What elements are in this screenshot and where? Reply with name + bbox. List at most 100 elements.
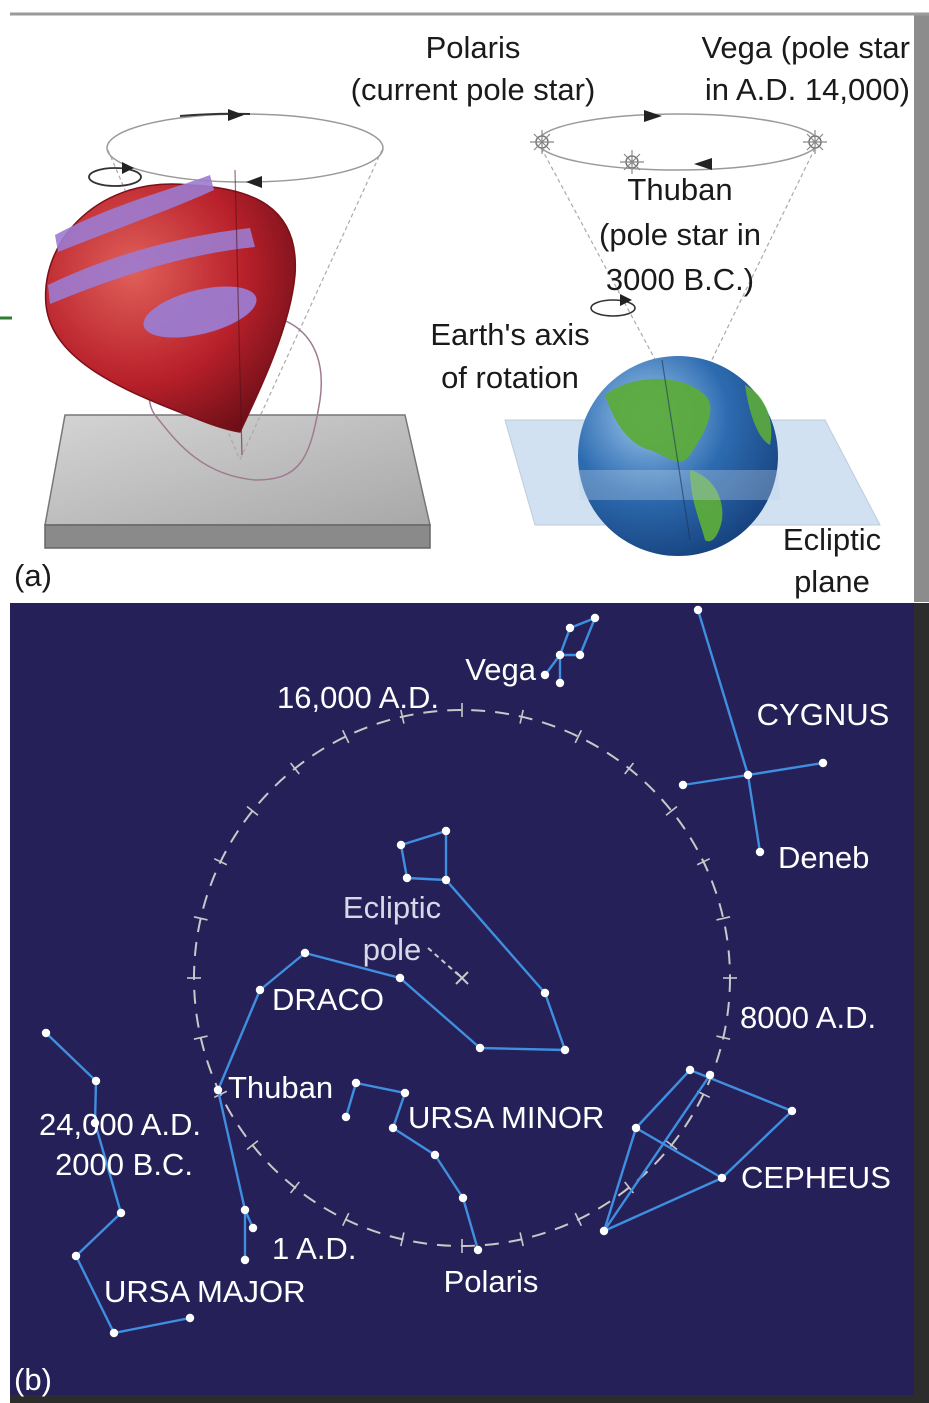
star-dot <box>565 623 575 633</box>
earth-globe <box>578 356 780 556</box>
star-dot <box>240 1205 250 1215</box>
star-dot <box>109 1328 119 1338</box>
circle-tick <box>341 729 350 744</box>
polaris-label: Polaris <box>426 30 521 65</box>
star-dot <box>560 1045 570 1055</box>
panel-a: Polaris (current pole star) Vega (pole s… <box>0 12 929 602</box>
circle-tick <box>519 709 524 724</box>
circle-tick <box>665 805 678 816</box>
table-slab <box>44 414 431 549</box>
star-dot <box>540 670 550 680</box>
cepheus-lines <box>602 1068 794 1233</box>
panel-b-frame-right <box>914 603 929 1395</box>
cygnus-label: CYGNUS <box>757 697 890 732</box>
date-24000-label: 24,000 A.D. <box>39 1107 201 1142</box>
star-dot <box>473 1245 483 1255</box>
arrow-head-icon <box>694 158 712 170</box>
star-marker-thuban <box>620 150 644 174</box>
star-dot <box>540 988 550 998</box>
star-dot <box>678 780 688 790</box>
ecliptic-pole-label: Ecliptic <box>343 890 441 925</box>
star-dot <box>248 1223 258 1233</box>
date-1ad-label: 1 A.D. <box>272 1231 356 1266</box>
star-dot <box>441 826 451 836</box>
panel-b-label: (b) <box>14 1362 52 1397</box>
axis-sublabel: of rotation <box>441 360 579 395</box>
ursa-minor-lines <box>355 1081 480 1251</box>
circle-tick <box>400 709 405 724</box>
star-dot <box>717 1173 727 1183</box>
circle-tick <box>289 1181 300 1194</box>
vega-label: Vega (pole star <box>701 30 910 65</box>
star-dot <box>351 1078 361 1088</box>
panel-a-label: (a) <box>14 558 52 593</box>
star-dot <box>693 605 703 615</box>
circle-tick <box>213 857 228 866</box>
axis-label: Earth's axis <box>430 317 589 352</box>
circle-tick <box>574 1212 583 1227</box>
circle-tick <box>574 729 583 744</box>
arrow-head-icon <box>644 110 662 122</box>
star-dot <box>743 770 753 780</box>
circle-tick <box>193 1035 208 1040</box>
thuban-sublabel-2: 3000 B.C.) <box>606 262 754 297</box>
sky-background <box>10 603 916 1395</box>
star-dot <box>185 1313 195 1323</box>
star-dot <box>441 875 451 885</box>
cepheus-label: CEPHEUS <box>741 1160 891 1195</box>
star-dot <box>458 1193 468 1203</box>
star-marker-vega <box>530 130 554 154</box>
cepheus-cross <box>635 1126 723 1180</box>
star-dot <box>685 1065 695 1075</box>
star-dot <box>395 973 405 983</box>
star-dot <box>590 613 600 623</box>
ursa-minor-label: URSA MINOR <box>408 1100 604 1135</box>
star-dot <box>300 948 310 958</box>
thuban-sublabel-1: (pole star in <box>599 217 761 252</box>
star-dot <box>90 1118 100 1128</box>
star-dot <box>240 1255 250 1265</box>
star-dot <box>396 840 406 850</box>
thuban-label: Thuban <box>627 172 732 207</box>
star-dot <box>341 1112 351 1122</box>
spinning-top <box>44 169 296 456</box>
star-dot <box>430 1150 440 1160</box>
polaris-sublabel: (current pole star) <box>351 72 596 107</box>
star-dot <box>388 1123 398 1133</box>
circle-tick <box>246 1140 259 1151</box>
circle-tick <box>246 805 259 816</box>
circle-tick <box>716 1035 731 1040</box>
star-dot <box>555 650 565 660</box>
date-16000-label: 16,000 A.D. <box>277 680 439 715</box>
stars <box>41 605 828 1338</box>
ecliptic-pole-pointer <box>427 947 469 985</box>
panel-b: Vega 16,000 A.D. CYGNUS Deneb Ecliptic p… <box>10 603 929 1403</box>
date-8000-label: 8000 A.D. <box>740 1000 876 1035</box>
ursa-major-label: URSA MAJOR <box>104 1274 306 1309</box>
vega-star-label: Vega <box>465 652 536 687</box>
circle-tick <box>665 1140 678 1151</box>
star-dot <box>400 1088 410 1098</box>
circle-tick <box>696 857 711 866</box>
star-dot <box>213 1085 223 1095</box>
star-dot <box>555 678 565 688</box>
circle-tick <box>400 1232 405 1247</box>
ursa-minor-bowl <box>344 1082 358 1118</box>
star-dot <box>255 985 265 995</box>
star-dot <box>631 1123 641 1133</box>
ecliptic-pole-sublabel: pole <box>363 932 422 967</box>
draco-label: DRACO <box>272 982 384 1017</box>
star-dot <box>475 1043 485 1053</box>
circle-tick <box>624 762 635 775</box>
vega-sublabel: in A.D. 14,000) <box>705 72 910 107</box>
star-dot <box>575 650 585 660</box>
star-marker-vega-2 <box>803 130 827 154</box>
circle-tick <box>193 916 208 921</box>
cepheus-inner <box>603 1074 711 1232</box>
panel-a-frame-right <box>914 14 929 602</box>
date-2000bc-label: 2000 B.C. <box>55 1147 193 1182</box>
star-dot <box>787 1106 797 1116</box>
circle-tick <box>213 1090 228 1099</box>
star-dot <box>755 847 765 857</box>
